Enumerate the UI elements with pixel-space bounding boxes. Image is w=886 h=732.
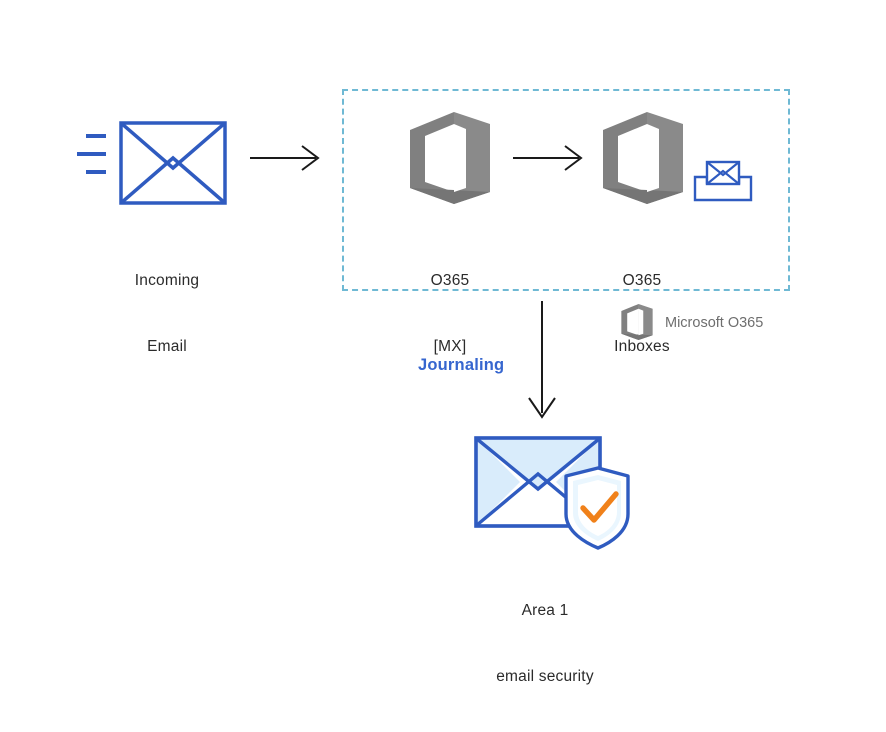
inbox-tray-envelope-icon [693,160,753,202]
diagram-canvas: Incoming Email O365 [MX] [72,89,790,685]
node-o365-mx[interactable] [404,110,496,206]
arrow-down-icon [528,301,556,419]
label-line-2: Inboxes [614,338,670,355]
inbox-tray-envelope-icon-wrap[interactable] [692,159,754,203]
arrow-incoming-to-mx [250,143,322,173]
o365-boundary-zone [342,89,790,291]
legend-o365-icon-wrap [619,303,655,341]
office365-logo-icon [603,112,683,204]
arrow-right-icon [250,145,320,171]
label-line-1: Incoming [134,272,200,289]
label-line-2: Email [147,338,187,355]
label-line-1: O365 [430,272,470,289]
arrow-inboxes-to-area1 [524,301,560,421]
connector-label-journaling: Journaling [418,356,505,374]
node-incoming-email[interactable] [72,118,232,210]
envelope-shield-check-icon [474,436,630,550]
office365-logo-icon [621,304,653,340]
legend-label-microsoft-o365: Microsoft O365 [665,315,764,331]
node-o365-inboxes[interactable] [597,110,689,206]
label-line-2: [MX] [433,338,467,355]
node-area1-email-security[interactable] [470,432,630,550]
office365-logo-icon [410,112,490,204]
label-incoming-email: Incoming Email [92,226,242,402]
label-o365-mx: O365 [MX] [370,226,530,402]
label-line-1: O365 [622,272,662,289]
label-line-1: Area 1 [521,602,569,619]
arrow-right-icon [513,145,583,171]
label-o365-inboxes: O365 Inboxes [562,226,722,402]
arrow-mx-to-inboxes [513,143,585,173]
envelope-with-speed-lines-icon [77,121,227,205]
label-area1-email-security: Area 1 email security [455,556,635,732]
label-line-2: email security [496,668,594,685]
